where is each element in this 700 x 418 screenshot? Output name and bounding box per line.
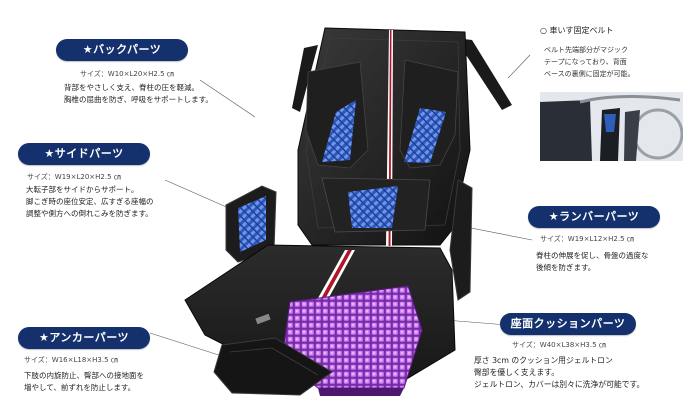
size-lumbar-parts: サイズ：W19×L12×H2.5 ㎝	[540, 235, 634, 243]
side-pad-right	[449, 179, 473, 301]
belt-desc-line-2: テープになっており、背面	[544, 58, 627, 66]
belt-description: ベルト先端部分がマジック テープになっており、背面 ベースの裏側に固定が可能。	[544, 44, 635, 80]
desc-back-line-1: 背部をやさしく支え、脊柱の圧を軽減。	[64, 83, 199, 92]
side-gel-left	[238, 196, 266, 252]
belt-photo-drawing	[540, 92, 683, 161]
leader-line-belt	[507, 54, 531, 79]
back-gel-right	[404, 108, 446, 163]
desc-back-parts: 背部をやさしく支え、脊柱の圧を軽減。 胸椎の屈曲を防ぎ、呼吸をサポートします。	[64, 82, 213, 106]
leader-line-anchor	[149, 332, 229, 359]
seat-logo-tag	[255, 313, 271, 325]
label-back-parts: ★バックパーツ	[56, 39, 188, 61]
desc-side-line-1: 大転子部をサイドからサポート。	[26, 185, 139, 194]
label-lumbar-parts: ★ランバーパーツ	[528, 206, 660, 228]
label-seat-cushion-parts: 座面クッションパーツ	[500, 313, 636, 335]
desc-seat-line-2: 臀部を優しく支えます。	[474, 368, 559, 377]
desc-anchor-line-2: 増やして、前ずれを防止します。	[24, 383, 136, 392]
desc-lumbar-parts: 脊柱の伸展を促し、骨盤の過度な 後傾を防ぎます。	[536, 250, 649, 274]
belt-strap-right	[455, 38, 512, 110]
lumbar-gel	[348, 186, 398, 228]
size-side-parts: サイズ：W19×L20×H2.5 ㎝	[27, 173, 121, 181]
seat-gel-edge	[318, 388, 404, 396]
belt-title: ○ 車いす固定ベルト	[540, 26, 614, 35]
desc-back-line-2: 胸椎の屈曲を防ぎ、呼吸をサポートします。	[64, 95, 213, 104]
desc-seat-line-3: ジェルトロン、カバーは別々に洗浄が可能です。	[474, 380, 645, 389]
anchor-pad-stitch	[229, 347, 319, 376]
belt-photo	[540, 92, 683, 161]
belt-desc-line-3: ベースの裏側に固定が可能。	[544, 70, 635, 78]
desc-side-line-3: 調整や側方への倒れこみを防ぎます。	[26, 209, 153, 218]
desc-lumbar-line-2: 後傾を防ぎます。	[536, 263, 596, 272]
label-side-parts: ★サイドパーツ	[18, 143, 150, 165]
label-anchor-parts: ★アンカーパーツ	[18, 327, 150, 349]
belt-strap-left	[292, 45, 318, 112]
belt-desc-line-1: ベルト先端部分がマジック	[544, 46, 628, 54]
desc-seat-line-1: 厚さ 3cm のクッション用ジェルトロン	[474, 356, 613, 365]
anchor-pad	[213, 337, 333, 396]
desc-lumbar-line-1: 脊柱の伸展を促し、骨盤の過度な	[536, 251, 649, 260]
desc-seat-cushion-parts: 厚さ 3cm のクッション用ジェルトロン 臀部を優しく支えます。 ジェルトロン、…	[474, 355, 644, 391]
desc-side-line-2: 脚こぎ時の座位安定、広すぎる座幅の	[26, 197, 154, 206]
back-panel-stitch	[305, 37, 461, 229]
desc-side-parts: 大転子部をサイドからサポート。 脚こぎ時の座位安定、広すぎる座幅の 調整や側方へ…	[26, 184, 154, 220]
leader-line-back	[199, 79, 256, 118]
size-seat-cushion-parts: サイズ：W40×L38×H3.5 ㎝	[512, 341, 606, 349]
desc-anchor-line-1: 下肢の内旋防止、臀部への接地面を	[24, 371, 144, 380]
size-back-parts: サイズ：W10×L20×H2.5 ㎝	[80, 70, 174, 78]
size-anchor-parts: サイズ：W16×L18×H3.5 ㎝	[24, 356, 118, 364]
back-gel-left	[322, 100, 356, 162]
desc-anchor-parts: 下肢の内旋防止、臀部への接地面を 増やして、前ずれを防止します。	[24, 370, 144, 394]
